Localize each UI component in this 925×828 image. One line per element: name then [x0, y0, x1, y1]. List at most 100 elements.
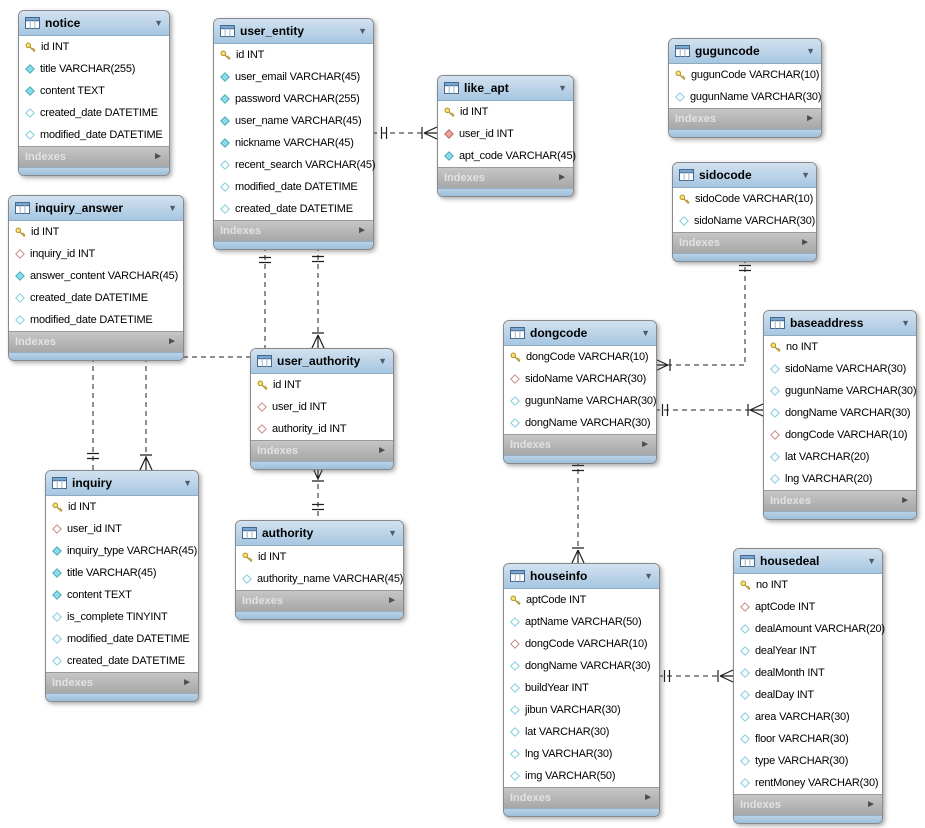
- column-row[interactable]: area VARCHAR(30): [734, 706, 882, 728]
- table-header[interactable]: dongcode▼: [504, 321, 656, 346]
- collapse-arrow-icon[interactable]: ▼: [388, 527, 397, 538]
- expand-arrow-icon[interactable]: ►: [377, 445, 387, 456]
- collapse-arrow-icon[interactable]: ▼: [901, 317, 910, 328]
- column-row[interactable]: title VARCHAR(255): [19, 58, 169, 80]
- column-row[interactable]: user_name VARCHAR(45): [214, 110, 373, 132]
- collapse-arrow-icon[interactable]: ▼: [378, 355, 387, 366]
- table-header[interactable]: notice▼: [19, 11, 169, 36]
- column-row[interactable]: gugunName VARCHAR(30): [669, 86, 822, 108]
- column-row[interactable]: password VARCHAR(255): [214, 88, 373, 110]
- expand-arrow-icon[interactable]: ►: [167, 336, 177, 347]
- column-row[interactable]: inquiry_type VARCHAR(45): [46, 540, 198, 562]
- column-row[interactable]: dealAmount VARCHAR(20): [734, 618, 885, 640]
- table-header[interactable]: inquiry_answer▼: [9, 196, 183, 221]
- expand-arrow-icon[interactable]: ►: [557, 172, 567, 183]
- column-row[interactable]: user_id INT: [46, 518, 198, 540]
- column-row[interactable]: created_date DATETIME: [19, 102, 169, 124]
- column-row[interactable]: dongCode VARCHAR(10): [504, 633, 659, 655]
- column-row[interactable]: dealYear INT: [734, 640, 882, 662]
- column-row[interactable]: lat VARCHAR(20): [764, 446, 916, 468]
- table-header[interactable]: guguncode▼: [669, 39, 821, 64]
- column-row[interactable]: modified_date DATETIME: [46, 628, 198, 650]
- column-row[interactable]: recent_search VARCHAR(45): [214, 154, 375, 176]
- expand-arrow-icon[interactable]: ►: [900, 495, 910, 506]
- column-row[interactable]: gugunCode VARCHAR(10): [669, 64, 821, 86]
- table-header[interactable]: sidocode▼: [673, 163, 816, 188]
- column-row[interactable]: sidoName VARCHAR(30): [673, 210, 816, 232]
- column-row[interactable]: dongCode VARCHAR(10): [504, 346, 656, 368]
- column-row[interactable]: created_date DATETIME: [46, 650, 198, 672]
- column-row[interactable]: gugunName VARCHAR(30): [764, 380, 917, 402]
- column-row[interactable]: gugunName VARCHAR(30): [504, 390, 657, 412]
- indexes-footer[interactable]: Indexes►: [9, 331, 183, 352]
- indexes-footer[interactable]: Indexes►: [673, 232, 816, 253]
- column-row[interactable]: dongName VARCHAR(30): [504, 412, 656, 434]
- column-row[interactable]: title VARCHAR(45): [46, 562, 198, 584]
- collapse-arrow-icon[interactable]: ▼: [867, 555, 876, 566]
- column-row[interactable]: is_complete TINYINT: [46, 606, 198, 628]
- collapse-arrow-icon[interactable]: ▼: [801, 169, 810, 180]
- column-row[interactable]: jibun VARCHAR(30): [504, 699, 659, 721]
- column-row[interactable]: lng VARCHAR(20): [764, 468, 916, 490]
- column-row[interactable]: dealDay INT: [734, 684, 882, 706]
- indexes-footer[interactable]: Indexes►: [251, 440, 393, 461]
- table-header[interactable]: housedeal▼: [734, 549, 882, 574]
- column-row[interactable]: sidoName VARCHAR(30): [504, 368, 656, 390]
- collapse-arrow-icon[interactable]: ▼: [183, 477, 192, 488]
- table-header[interactable]: inquiry▼: [46, 471, 198, 496]
- collapse-arrow-icon[interactable]: ▼: [358, 25, 367, 36]
- column-row[interactable]: dongCode VARCHAR(10): [764, 424, 916, 446]
- table-header[interactable]: like_apt▼: [438, 76, 573, 101]
- column-row[interactable]: img VARCHAR(50): [504, 765, 659, 787]
- expand-arrow-icon[interactable]: ►: [387, 595, 397, 606]
- collapse-arrow-icon[interactable]: ▼: [806, 45, 815, 56]
- column-row[interactable]: inquiry_id INT: [9, 243, 183, 265]
- column-row[interactable]: id INT: [214, 44, 373, 66]
- indexes-footer[interactable]: Indexes►: [504, 434, 656, 455]
- collapse-arrow-icon[interactable]: ▼: [558, 82, 567, 93]
- expand-arrow-icon[interactable]: ►: [800, 237, 810, 248]
- column-row[interactable]: aptCode INT: [504, 589, 659, 611]
- column-row[interactable]: authority_name VARCHAR(45): [236, 568, 403, 590]
- column-row[interactable]: dongName VARCHAR(30): [764, 402, 916, 424]
- column-row[interactable]: user_id INT: [251, 396, 393, 418]
- indexes-footer[interactable]: Indexes►: [438, 167, 573, 188]
- indexes-footer[interactable]: Indexes►: [19, 146, 169, 167]
- expand-arrow-icon[interactable]: ►: [866, 799, 876, 810]
- indexes-footer[interactable]: Indexes►: [734, 794, 882, 815]
- column-row[interactable]: apt_code VARCHAR(45): [438, 145, 576, 167]
- column-row[interactable]: nickname VARCHAR(45): [214, 132, 373, 154]
- column-row[interactable]: authority_id INT: [251, 418, 393, 440]
- indexes-footer[interactable]: Indexes►: [214, 220, 373, 241]
- column-row[interactable]: rentMoney VARCHAR(30): [734, 772, 882, 794]
- column-row[interactable]: content TEXT: [19, 80, 169, 102]
- column-row[interactable]: created_date DATETIME: [214, 198, 373, 220]
- column-row[interactable]: modified_date DATETIME: [19, 124, 169, 146]
- indexes-footer[interactable]: Indexes►: [764, 490, 916, 511]
- column-row[interactable]: modified_date DATETIME: [214, 176, 373, 198]
- column-row[interactable]: buildYear INT: [504, 677, 659, 699]
- column-row[interactable]: id INT: [9, 221, 183, 243]
- table-header[interactable]: houseinfo▼: [504, 564, 659, 589]
- collapse-arrow-icon[interactable]: ▼: [154, 17, 163, 28]
- column-row[interactable]: aptCode INT: [734, 596, 882, 618]
- column-row[interactable]: modified_date DATETIME: [9, 309, 183, 331]
- column-row[interactable]: no INT: [734, 574, 882, 596]
- indexes-footer[interactable]: Indexes►: [669, 108, 821, 129]
- expand-arrow-icon[interactable]: ►: [153, 151, 163, 162]
- column-row[interactable]: user_email VARCHAR(45): [214, 66, 373, 88]
- collapse-arrow-icon[interactable]: ▼: [641, 327, 650, 338]
- column-row[interactable]: lng VARCHAR(30): [504, 743, 659, 765]
- column-row[interactable]: id INT: [46, 496, 198, 518]
- column-row[interactable]: dealMonth INT: [734, 662, 882, 684]
- expand-arrow-icon[interactable]: ►: [357, 225, 367, 236]
- collapse-arrow-icon[interactable]: ▼: [644, 570, 653, 581]
- column-row[interactable]: id INT: [236, 546, 403, 568]
- expand-arrow-icon[interactable]: ►: [640, 439, 650, 450]
- column-row[interactable]: id INT: [19, 36, 169, 58]
- column-row[interactable]: floor VARCHAR(30): [734, 728, 882, 750]
- column-row[interactable]: lat VARCHAR(30): [504, 721, 659, 743]
- relationship-sidocode-dongcode[interactable]: [655, 258, 746, 366]
- column-row[interactable]: user_id INT: [438, 123, 573, 145]
- expand-arrow-icon[interactable]: ►: [182, 677, 192, 688]
